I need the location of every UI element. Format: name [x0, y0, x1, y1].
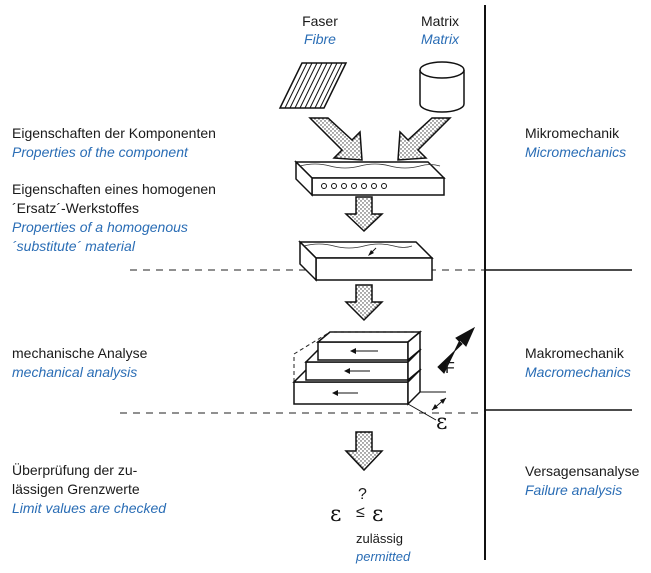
fibre-label-en: Fibre — [304, 31, 336, 47]
check-label-de-1: Überprüfung der zu- — [12, 462, 138, 478]
check-epsilon-lhs: ε — [330, 502, 342, 527]
check-question-mark: ? — [358, 486, 367, 503]
permitted-label-de: zulässig — [356, 531, 403, 546]
homogeneous-label-en-2: ´substitute´ material — [12, 238, 135, 254]
down-arrow-3-icon — [344, 431, 384, 472]
micromechanics-label-en: Micromechanics — [525, 144, 627, 160]
homogeneous-label-en-1: Properties of a homogenous — [12, 219, 188, 235]
homogeneous-label-de-1: Eigenschaften eines homogenen — [12, 181, 216, 197]
macromechanics-label-de: Makromechanik — [525, 345, 624, 361]
analysis-label-en: mechanical analysis — [12, 364, 138, 380]
components-label-en: Properties of the component — [12, 144, 188, 160]
force-arrow-icon — [437, 326, 476, 374]
matrix-cylinder-icon — [419, 61, 465, 113]
composite-block-icon — [294, 160, 446, 197]
check-epsilon-rhs: ε — [372, 502, 384, 527]
homogeneous-plate-icon — [298, 240, 434, 282]
matrix-label-de: Matrix — [420, 13, 460, 29]
arrow-fibre-icon — [308, 117, 363, 161]
fibre-label-de: Faser — [302, 13, 338, 29]
failure-label-en: Failure analysis — [525, 482, 623, 498]
arrow-matrix-icon — [397, 117, 452, 161]
macromechanics-label-en: Macromechanics — [525, 364, 631, 380]
strain-label: ε — [436, 410, 448, 435]
check-label-en: Limit values are checked — [12, 500, 167, 516]
fibre-bundle-icon — [278, 62, 348, 109]
analysis-label-de: mechanische Analyse — [12, 345, 148, 361]
components-label-de: Eigenschaften der Komponenten — [12, 125, 216, 141]
micromechanics-label-de: Mikromechanik — [525, 125, 620, 141]
laminate-stack-icon — [292, 330, 447, 421]
homogeneous-label-de-2: ´Ersatz´-Werkstoffes — [12, 200, 140, 216]
force-label: F — [445, 360, 455, 377]
down-arrow-2-icon — [344, 284, 384, 322]
down-arrow-1-icon — [344, 196, 384, 233]
failure-label-de: Versagensanalyse — [525, 463, 640, 479]
check-label-de-2: lässigen Grenzwerte — [12, 481, 140, 497]
matrix-label-en: Matrix — [420, 31, 460, 47]
permitted-label-en: permitted — [356, 549, 411, 564]
check-relation: ≤ — [356, 504, 365, 521]
